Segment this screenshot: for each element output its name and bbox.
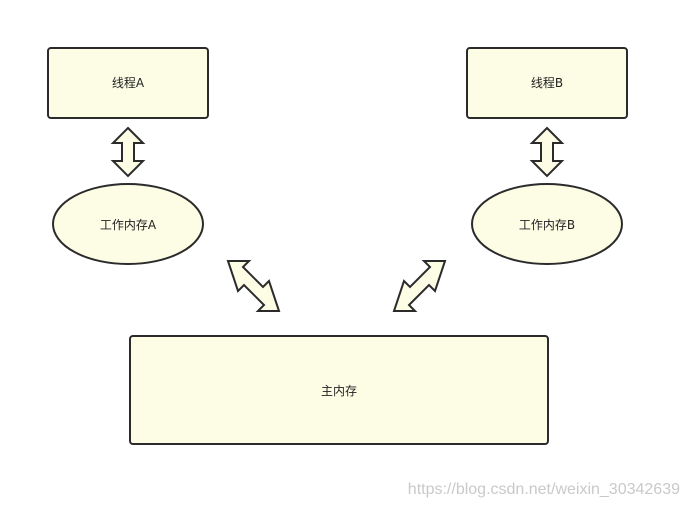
watermark-text: https://blog.csdn.net/weixin_30342639 bbox=[408, 481, 680, 498]
thread-b-label: 线程B bbox=[531, 75, 563, 90]
double-arrow-work-memory-a-to-main-memory-icon bbox=[226, 260, 281, 312]
thread-a-label: 线程A bbox=[112, 75, 145, 90]
work-memory-a-node: 工作内存A bbox=[52, 183, 204, 265]
work-memory-b-node: 工作内存B bbox=[471, 183, 623, 265]
double-arrow-thread-b-to-work-memory-b-icon bbox=[529, 126, 565, 178]
work-memory-a-label: 工作内存A bbox=[100, 218, 157, 232]
work-memory-b-label: 工作内存B bbox=[519, 218, 575, 232]
main-memory-node: 主内存 bbox=[129, 335, 549, 445]
thread-a-box bbox=[47, 47, 209, 119]
thread-b-node: 线程B bbox=[466, 47, 628, 119]
work-memory-a-ellipse bbox=[52, 183, 204, 265]
main-memory-label: 主内存 bbox=[321, 384, 357, 398]
thread-a-node: 线程A bbox=[47, 47, 209, 119]
work-memory-b-ellipse bbox=[471, 183, 623, 265]
main-memory-box bbox=[129, 335, 549, 445]
double-arrow-thread-a-to-work-memory-a-icon bbox=[110, 126, 146, 178]
double-arrow-work-memory-b-to-main-memory-icon bbox=[392, 260, 447, 312]
thread-b-box bbox=[466, 47, 628, 119]
